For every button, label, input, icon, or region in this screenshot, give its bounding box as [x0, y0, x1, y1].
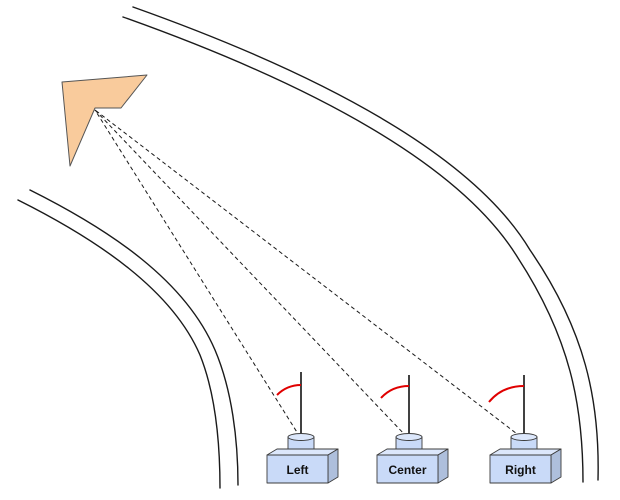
sight-line-left [94, 109, 301, 438]
sensor-left-box-side [327, 448, 339, 484]
road-left-edge [17, 189, 239, 489]
sight-line-center [94, 109, 408, 438]
sensor-center-box-side [437, 448, 449, 484]
sensor-right: Right [488, 375, 562, 484]
sensor-center: Center [376, 375, 449, 484]
sensor-left-box [266, 454, 329, 484]
sensor-center-angle-arc [380, 385, 410, 399]
sensor-right-cylinder-top [510, 433, 538, 441]
road-right-edge [122, 6, 599, 483]
sensor-right-box [489, 454, 552, 484]
sensor-left-box-top [266, 448, 339, 456]
sensor-center-box-top [376, 448, 449, 456]
sensor-center-label: Center [388, 463, 426, 477]
sight-line-right [94, 109, 522, 438]
sensor-left-angle-arc [276, 384, 302, 396]
sensor-center-cylinder-top [395, 433, 423, 441]
arrow-icon [61, 74, 148, 167]
sensor-right-box-side [550, 448, 562, 484]
sensor-center-box [376, 454, 439, 484]
sensor-right-box-top [489, 448, 562, 456]
sensor-right-label: Right [505, 463, 536, 477]
sensor-right-angle-arc [488, 385, 525, 403]
sensor-left-cylinder-top [287, 433, 315, 441]
sight-lines [94, 109, 522, 438]
sensor-left-label: Left [287, 463, 309, 477]
sensor-left: Left [266, 372, 339, 484]
